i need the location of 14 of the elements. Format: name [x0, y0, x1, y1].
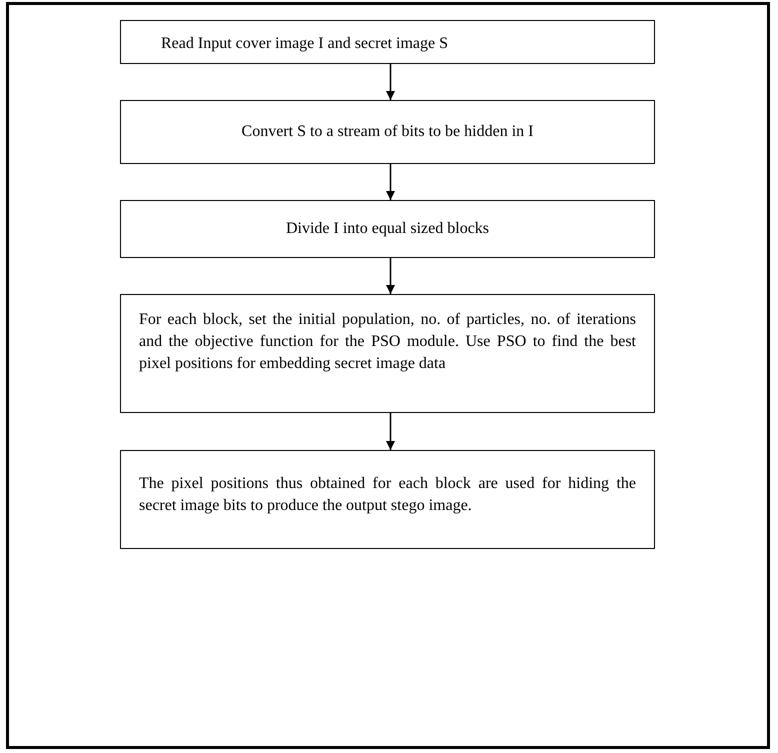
process-box [120, 200, 655, 258]
step-text: Convert S to a stream of bits to be hidden in I [242, 122, 534, 142]
arrow [386, 258, 395, 294]
step-text: Divide I into equal sized blocks [286, 219, 490, 239]
arrow [386, 164, 395, 200]
process-box [120, 450, 655, 549]
step-text: The pixel positions thus obtained for each block are used for hiding the secret image bits to produce the output stego image. [139, 474, 636, 516]
arrow [386, 64, 395, 100]
process-box [120, 100, 655, 164]
process-box [120, 20, 655, 64]
process-box [120, 294, 655, 413]
step-text: For each block, set the initial population, no. of particles, no. of iterations and the objective function for the PSO module. Use PSO to find the best pixel positions for embedding secret image data [139, 310, 636, 374]
arrow [386, 413, 395, 450]
step-text: Read Input cover image I and secret image S [161, 34, 448, 54]
